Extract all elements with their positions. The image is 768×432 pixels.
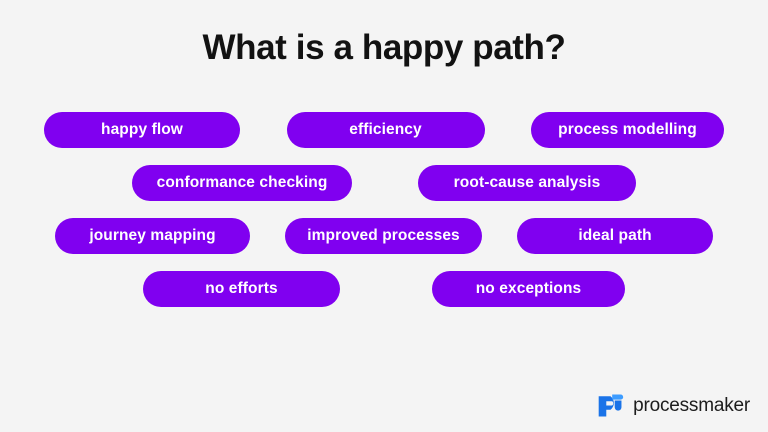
keyword-row-3: journey mapping improved processes ideal… [0, 218, 768, 254]
keyword-pill-ideal-path[interactable]: ideal path [517, 218, 713, 254]
brand-logo: processmaker [597, 392, 750, 419]
keyword-pill-improved-processes[interactable]: improved processes [285, 218, 482, 254]
page-title: What is a happy path? [202, 28, 566, 67]
keyword-pill-journey-mapping[interactable]: journey mapping [55, 218, 250, 254]
keyword-pill-efficiency[interactable]: efficiency [286, 112, 485, 148]
processmaker-p-logo-icon [598, 394, 624, 417]
keyword-pill-happy-flow[interactable]: happy flow [44, 112, 240, 148]
keyword-row-1: happy flow efficiency process modelling [0, 112, 768, 148]
keyword-pill-process-modelling[interactable]: process modelling [531, 112, 724, 148]
brand-wordmark: processmaker [633, 395, 750, 416]
keyword-row-4: no efforts no exceptions [0, 271, 768, 307]
keyword-pill-no-efforts[interactable]: no efforts [143, 271, 340, 307]
keyword-row-2: conformance checking root-cause analysis [0, 165, 768, 201]
keyword-pill-conformance-checking[interactable]: conformance checking [132, 165, 352, 201]
keyword-pill-root-cause-analysis[interactable]: root-cause analysis [418, 165, 636, 201]
keyword-pill-no-exceptions[interactable]: no exceptions [432, 271, 625, 307]
keyword-pill-grid: happy flow efficiency process modelling … [0, 112, 768, 324]
